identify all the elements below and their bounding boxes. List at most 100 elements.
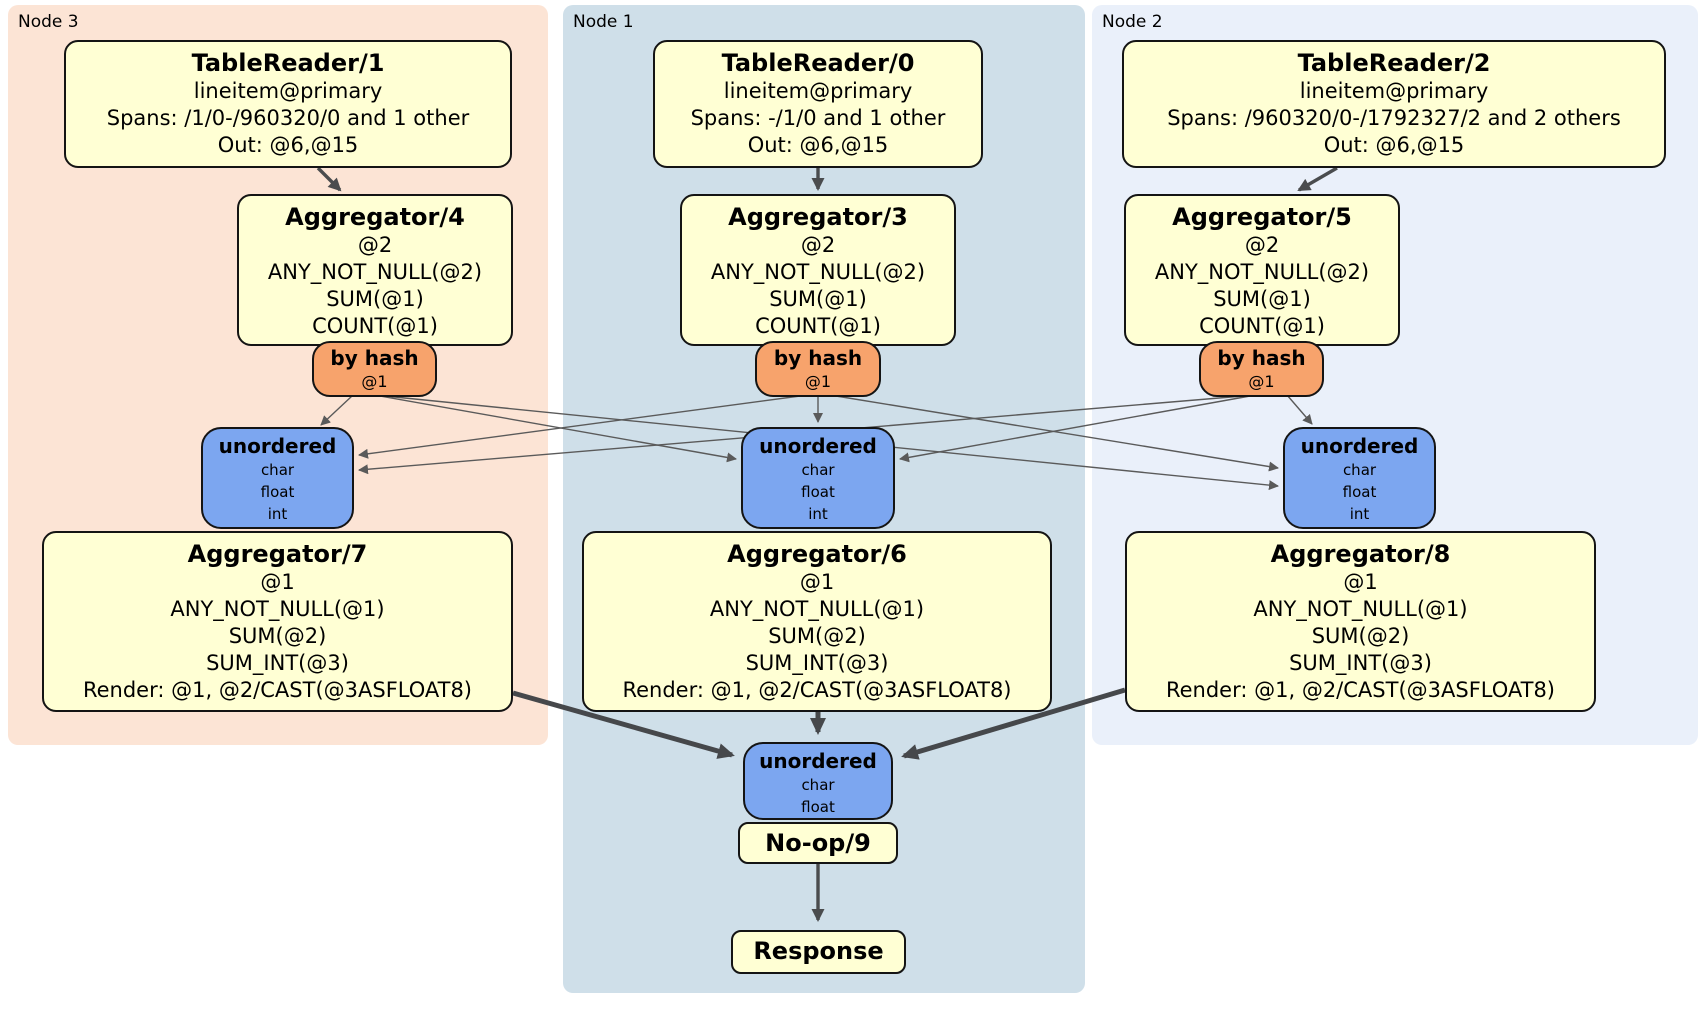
edge-agg8-syncfinal [901, 687, 1126, 760]
aggregator-5-fn2: SUM(@1) [1213, 287, 1311, 311]
edge-hash1-sync1 [320, 395, 353, 426]
aggregator-5-title: Aggregator/5 [1172, 203, 1352, 231]
tablereader-2-box: TableReader/2 lineitem@primary Spans: /9… [1122, 40, 1666, 168]
aggregator-8-fn1: ANY_NOT_NULL(@1) [1253, 597, 1468, 621]
noop-9-title: No-op/9 [765, 829, 871, 857]
aggregator-7-fn1: ANY_NOT_NULL(@1) [170, 597, 385, 621]
unordered-sync-node3-col1: char [260, 461, 295, 479]
unordered-sync-node1: unordered char float int [741, 427, 895, 529]
aggregator-6-title: Aggregator/6 [727, 540, 907, 568]
unordered-sync-node2-title: unordered [1300, 434, 1419, 458]
aggregator-7-fn2: SUM(@2) [228, 624, 327, 648]
aggregator-3-fn2: SUM(@1) [769, 287, 867, 311]
aggregator-4-box: Aggregator/4 @2 ANY_NOT_NULL(@2) SUM(@1)… [237, 194, 513, 346]
node1-label: Node 1 [573, 12, 634, 32]
unordered-sync-node2-col2: float [1342, 483, 1377, 501]
edge-hash1-sync2 [379, 395, 737, 463]
unordered-sync-final-col1: char [801, 776, 835, 794]
tablereader-0-out: Out: @6,@15 [747, 133, 889, 157]
aggregator-3-title: Aggregator/3 [728, 203, 908, 231]
aggregator-4-fn1: ANY_NOT_NULL(@2) [267, 260, 483, 284]
tablereader-2-index: lineitem@primary [1299, 79, 1489, 103]
hash-router-node1: by hash @1 [755, 341, 881, 397]
hash-router-node3-key: @1 [361, 372, 388, 391]
edge-hash3-sync2 [899, 395, 1251, 463]
aggregator-4-fn2: SUM(@1) [326, 287, 424, 311]
unordered-sync-node1-title: unordered [759, 434, 877, 458]
unordered-sync-node3-col2: float [260, 483, 295, 501]
aggregator-5-fn1: ANY_NOT_NULL(@2) [1154, 260, 1370, 284]
aggregator-3-group: @2 [800, 233, 836, 257]
tablereader-2-spans: Spans: /960320/0-/1792327/2 and 2 others [1167, 106, 1621, 130]
tablereader-2-title: TableReader/2 [1297, 49, 1491, 77]
edge-hash3-sync3 [1286, 394, 1313, 425]
aggregator-3-fn1: ANY_NOT_NULL(@2) [710, 260, 926, 284]
hash-router-node2-title: by hash [1217, 346, 1306, 370]
aggregator-8-fn3: SUM_INT(@3) [1289, 651, 1432, 675]
noop-9-box: No-op/9 [738, 822, 898, 864]
tablereader-2-out: Out: @6,@15 [1323, 133, 1465, 157]
unordered-sync-node3: unordered char float int [201, 427, 354, 529]
unordered-sync-node3-title: unordered [218, 434, 337, 458]
aggregator-7-fn3: SUM_INT(@3) [206, 651, 349, 675]
tablereader-0-box: TableReader/0 lineitem@primary Spans: -/… [653, 40, 983, 168]
response-title: Response [753, 937, 884, 965]
tablereader-0-spans: Spans: -/1/0 and 1 other [690, 106, 946, 130]
hash-router-node1-key: @1 [804, 372, 832, 391]
aggregator-6-box: Aggregator/6 @1 ANY_NOT_NULL(@1) SUM(@2)… [582, 531, 1052, 712]
tablereader-1-spans: Spans: /1/0-/960320/0 and 1 other [106, 106, 470, 130]
hash-router-node3-title: by hash [330, 346, 419, 370]
unordered-sync-node1-col2: float [801, 483, 835, 501]
unordered-sync-node3-col3: int [267, 505, 288, 523]
aggregator-6-fn2: SUM(@2) [768, 624, 866, 648]
aggregator-8-title: Aggregator/8 [1270, 540, 1451, 568]
tablereader-1-title: TableReader/1 [191, 49, 385, 77]
aggregator-7-group: @1 [260, 570, 295, 594]
unordered-sync-node2-col1: char [1342, 461, 1377, 479]
aggregator-4-title: Aggregator/4 [285, 203, 465, 231]
aggregator-3-box: Aggregator/3 @2 ANY_NOT_NULL(@2) SUM(@1)… [680, 194, 956, 346]
aggregator-7-render: Render: @1, @2/CAST(@3ASFLOAT8) [82, 678, 473, 702]
unordered-sync-node2: unordered char float int [1283, 427, 1436, 529]
unordered-sync-node2-col3: int [1349, 505, 1370, 523]
unordered-sync-final-title: unordered [759, 749, 877, 773]
hash-router-node3: by hash @1 [312, 341, 437, 397]
unordered-sync-node1-col3: int [808, 505, 828, 523]
aggregator-6-fn1: ANY_NOT_NULL(@1) [709, 597, 925, 621]
edge-tr2-agg5 [1297, 166, 1338, 192]
aggregator-8-box: Aggregator/8 @1 ANY_NOT_NULL(@1) SUM(@2)… [1125, 531, 1596, 712]
edge-agg7-syncfinal [512, 690, 735, 759]
aggregator-6-group: @1 [799, 570, 835, 594]
edge-hash2-sync1 [358, 395, 801, 459]
edge-tr1-agg4 [316, 166, 342, 192]
unordered-sync-final: unordered char float [743, 742, 893, 820]
hash-router-node2: by hash @1 [1199, 341, 1324, 397]
node3-label: Node 3 [18, 12, 79, 32]
aggregator-5-box: Aggregator/5 @2 ANY_NOT_NULL(@2) SUM(@1)… [1124, 194, 1400, 346]
hash-router-node1-title: by hash [773, 346, 863, 370]
aggregator-4-group: @2 [357, 233, 393, 257]
aggregator-8-fn2: SUM(@2) [1311, 624, 1410, 648]
edge-hash2-sync3 [835, 395, 1279, 472]
aggregator-7-box: Aggregator/7 @1 ANY_NOT_NULL(@1) SUM(@2)… [42, 531, 513, 712]
tablereader-0-index: lineitem@primary [723, 79, 913, 103]
aggregator-8-render: Render: @1, @2/CAST(@3ASFLOAT8) [1165, 678, 1556, 702]
aggregator-6-fn3: SUM_INT(@3) [745, 651, 889, 675]
unordered-sync-final-col2: float [801, 798, 835, 816]
unordered-sync-node1-col1: char [801, 461, 835, 479]
tablereader-0-title: TableReader/0 [721, 49, 915, 77]
aggregator-5-group: @2 [1244, 233, 1280, 257]
response-box: Response [731, 930, 906, 974]
hash-router-node2-key: @1 [1248, 372, 1275, 391]
node2-label: Node 2 [1102, 12, 1163, 32]
tablereader-1-out: Out: @6,@15 [217, 133, 359, 157]
aggregator-8-group: @1 [1343, 570, 1378, 594]
aggregator-5-fn3: COUNT(@1) [1199, 314, 1325, 338]
tablereader-1-box: TableReader/1 lineitem@primary Spans: /1… [64, 40, 512, 168]
aggregator-7-title: Aggregator/7 [187, 540, 368, 568]
aggregator-6-render: Render: @1, @2/CAST(@3ASFLOAT8) [622, 678, 1012, 702]
tablereader-1-index: lineitem@primary [193, 79, 383, 103]
aggregator-3-fn3: COUNT(@1) [755, 314, 881, 338]
